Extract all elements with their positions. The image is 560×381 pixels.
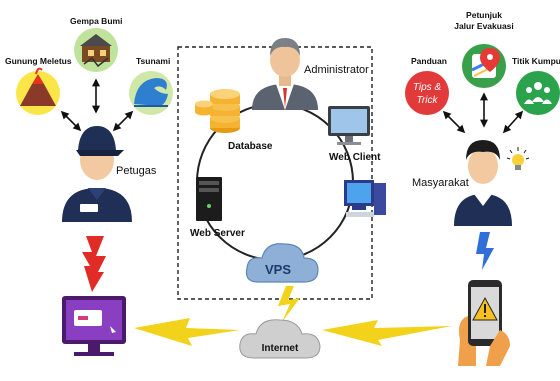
route-label-line1: Petunjuk	[466, 10, 502, 20]
desktop-computer-icon	[344, 180, 386, 217]
map-route-icon	[462, 44, 506, 88]
earthquake-icon	[74, 28, 118, 72]
administrator-label: Administrator	[304, 64, 369, 76]
tips-trick-icon	[405, 71, 449, 115]
citizen-label: Masyarakat	[412, 177, 469, 189]
database-icon	[195, 89, 240, 133]
citizen-icon	[454, 140, 512, 226]
guide-citizen-arrow	[442, 110, 466, 134]
earthquake-label: Gempa Bumi	[70, 16, 122, 26]
officer-label: Petugas	[116, 165, 157, 177]
web-server-label: Web Server	[190, 228, 245, 239]
gather-citizen-arrow	[502, 110, 524, 134]
server-boundary-box	[177, 46, 373, 300]
internet-label: Internet	[262, 343, 299, 354]
citizen-phone-blue-bolt	[476, 232, 494, 270]
tsunami-label: Tsunami	[136, 56, 170, 66]
smartphone-alert-icon	[458, 280, 510, 366]
right-internet-lightning	[322, 320, 452, 346]
tips-text-1: Tips &	[413, 82, 442, 93]
officer-laptop-red-bolt	[82, 236, 106, 292]
tsunami-icon	[129, 71, 173, 115]
officer-icon	[62, 126, 132, 222]
tsunami-officer-arrow	[112, 110, 134, 132]
left-internet-lightning	[134, 318, 240, 346]
volcano-officer-arrow	[60, 110, 82, 132]
administrator-icon	[252, 38, 318, 110]
vps-label: VPS	[265, 262, 291, 277]
gathering-point-label: Titik Kumpul	[512, 56, 560, 66]
internet-cloud-icon	[239, 319, 321, 359]
lightbulb-icon	[506, 147, 530, 170]
volcano-label: Gunung Meletus	[5, 56, 72, 66]
database-label: Database	[228, 141, 273, 152]
web-client-label: Web Client	[329, 152, 381, 163]
tips-text-2: Trick	[417, 95, 439, 106]
vps-internet-lightning	[278, 286, 300, 322]
web-server-icon	[196, 177, 222, 221]
officer-monitor-icon	[62, 296, 126, 356]
route-label-line2: Jalur Evakuasi	[454, 21, 514, 31]
vps-cloud-icon	[245, 243, 319, 283]
web-client-icon	[328, 106, 370, 145]
guide-label: Panduan	[411, 56, 447, 66]
volcano-icon	[16, 67, 60, 115]
gathering-point-icon	[516, 71, 560, 115]
